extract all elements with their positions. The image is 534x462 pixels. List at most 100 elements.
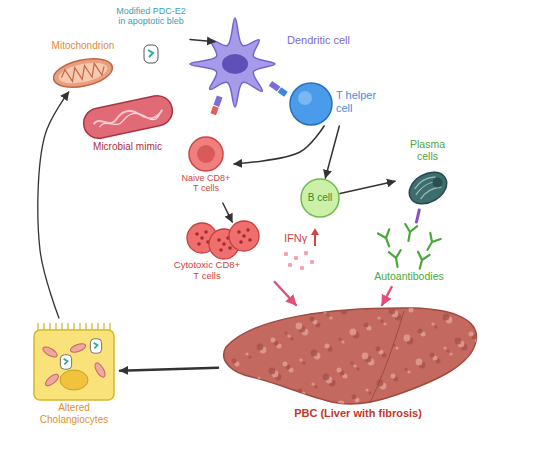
microvillus (91, 323, 92, 330)
node-label: Mitochondrion (48, 40, 118, 52)
illustration-part (455, 338, 462, 345)
illustration-part (422, 397, 425, 400)
microvillus (55, 323, 56, 330)
illustration-part (197, 242, 201, 246)
illustration-part (470, 397, 473, 400)
illustration-part (406, 401, 411, 406)
node-label: Naive CD8+ T cells (178, 173, 234, 194)
dendritic-cell-art (215, 18, 357, 78)
illustration-part (51, 54, 115, 92)
bleb-icon (90, 339, 101, 353)
arrow-connector (275, 282, 296, 305)
b-cell-body (301, 179, 339, 217)
illustration-part (144, 45, 158, 63)
illustration-part (298, 389, 303, 394)
illustration-part (457, 308, 462, 313)
microbe-illustration: Microbial mimic (80, 93, 175, 155)
illustration-part (233, 392, 240, 399)
illustration-part (376, 347, 381, 352)
illustration-part (222, 242, 226, 246)
illustration-part (275, 310, 278, 313)
illustration-part (237, 230, 241, 234)
illustration-part (404, 166, 453, 210)
illustration-part (470, 365, 477, 372)
illustration-part (353, 364, 356, 367)
arrow-connector (120, 368, 218, 371)
liver-shape (224, 308, 477, 404)
illustration-part (368, 391, 371, 394)
illustration-part (310, 317, 315, 322)
illustration-part (200, 236, 204, 240)
cytokine-dot (294, 256, 298, 260)
liver-illustration-art (218, 305, 483, 423)
illustration-part (217, 238, 221, 242)
illustration-part (148, 50, 153, 57)
microvillus (67, 323, 68, 330)
node-label: PBC (Liver with fibrosis) (273, 407, 443, 420)
illustration-part (314, 385, 317, 388)
illustration-part (326, 313, 329, 316)
illustration-part (418, 329, 423, 334)
antibody-symbol (378, 229, 395, 248)
illustration-part (337, 368, 342, 373)
illustration-part (338, 337, 341, 340)
illustration-part (284, 331, 287, 334)
b-cell: B cell (300, 178, 340, 218)
illustration-part (350, 329, 357, 336)
illustration-part (350, 361, 353, 364)
illustration-part (431, 322, 434, 325)
node-label: B cell (300, 192, 340, 204)
apoptotic-bleb: Modified PDC-E2 in apoptotic bleb (112, 6, 190, 66)
illustration-part (90, 339, 101, 353)
illustration-part (409, 308, 414, 313)
illustration-part (290, 337, 293, 340)
illustration-part (236, 395, 243, 402)
arrow-connector (325, 126, 339, 178)
illustration-part (448, 383, 453, 388)
illustration-part (229, 221, 259, 251)
lobe-line (370, 311, 404, 403)
microvillus (79, 323, 80, 330)
illustration-part (449, 352, 452, 355)
illustration-part (269, 368, 276, 375)
illustration-part (272, 307, 275, 310)
illustration-part (283, 362, 288, 367)
node-label: Altered Cholangiocytes (28, 402, 120, 425)
illustration-part (419, 394, 422, 397)
mitochondrion-shape (51, 54, 115, 92)
illustration-part (93, 104, 164, 130)
illustration-part (416, 359, 423, 366)
illustration-part (473, 368, 480, 375)
t-cell-body (189, 137, 223, 171)
illustration-part (204, 230, 208, 234)
bleb-icon (60, 355, 71, 369)
illustration-part (232, 359, 237, 364)
illustration-part (245, 352, 248, 355)
illustration-part (210, 106, 218, 116)
cytotoxic-cell-body (229, 221, 259, 251)
illustration-part (230, 389, 237, 396)
illustration-part (269, 81, 281, 92)
node-label: Modified PDC-E2 in apoptotic bleb (112, 6, 190, 27)
illustration-part (60, 62, 106, 84)
illustration-part (260, 379, 263, 382)
cytotoxic-t-cells: Cytotoxic CD8+ T cellsIFNγ (172, 222, 322, 282)
illustration-part (434, 389, 441, 396)
bleb-icon (144, 45, 158, 63)
illustration-part (430, 353, 435, 358)
cell-nucleus (197, 145, 215, 163)
receptor-complex (210, 95, 222, 115)
illustration-part (391, 374, 396, 379)
cytokine-dot (304, 251, 308, 255)
cell-nucleus (60, 370, 88, 390)
illustration-part (287, 334, 290, 337)
illustration-part (338, 401, 345, 408)
illustration-part (460, 311, 465, 316)
illustration-part (446, 349, 449, 352)
antibody-symbol (414, 252, 430, 271)
node-label: Microbial mimic (80, 141, 175, 153)
microvillus (73, 323, 74, 330)
illustration-part (383, 322, 386, 325)
dendritic-cell: Dendritic cell (215, 18, 357, 78)
